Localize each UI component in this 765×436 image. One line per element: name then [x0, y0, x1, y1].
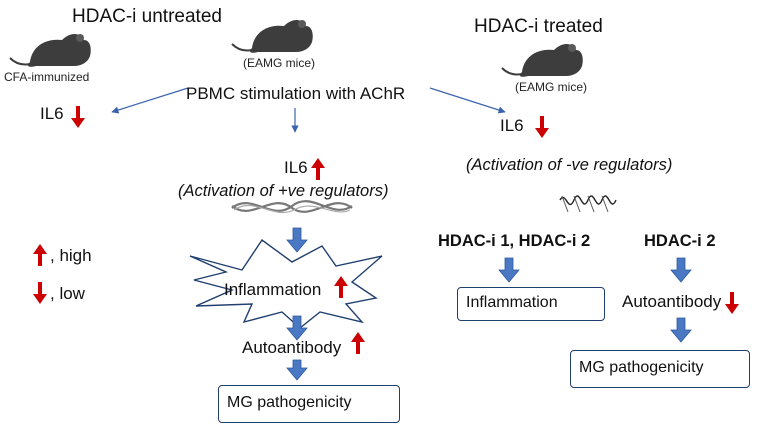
center-autoantibody: Autoantibody	[242, 338, 342, 357]
eamg-label-right: (EAMG mice)	[515, 80, 587, 94]
dna-icon-right	[559, 195, 617, 213]
flow-arrow-center-1	[286, 227, 308, 253]
center-il6: IL6	[284, 158, 308, 177]
dna-icon-center	[231, 200, 353, 214]
down-arrow-icon-legend	[33, 282, 47, 304]
eamg-label-left: (EAMG mice)	[243, 56, 315, 70]
right-inflammation-box: Inflammation	[457, 287, 605, 321]
mouse-icon-eamg-right	[501, 44, 583, 77]
down-arrow-icon-left-il6	[71, 106, 85, 128]
right-pathogenicity: MG pathogenicity	[579, 359, 704, 376]
mouse-icon-cfa	[9, 34, 91, 67]
flow-arrow-center-3	[286, 359, 308, 381]
right-activation: (Activation of -ve regulators)	[466, 156, 673, 174]
stimulation-label: PBMC stimulation with AChR	[186, 84, 406, 103]
right-autoantibody: Autoantibody	[622, 292, 722, 311]
down-arrow-icon-autoantibody-right	[725, 292, 739, 314]
flow-arrow-center-2	[286, 315, 308, 341]
heading-untreated: HDAC-i untreated	[72, 6, 222, 27]
center-activation: (Activation of +ve regulators)	[178, 182, 389, 200]
right-group-a: HDAC-i 1, HDAC-i 2	[438, 232, 591, 250]
inflammation-burst	[189, 239, 383, 329]
left-il6: IL6	[40, 104, 64, 123]
up-arrow-icon-center-il6	[311, 158, 325, 180]
down-arrow-icon-right-il6	[535, 116, 549, 138]
up-arrow-icon-legend	[33, 244, 47, 266]
arrow-to-right-il6	[429, 87, 506, 114]
mouse-icon-eamg-left	[231, 20, 313, 53]
legend-high: , high	[50, 246, 92, 265]
right-group-b: HDAC-i 2	[644, 232, 716, 250]
flow-arrow-right-a1	[498, 257, 520, 283]
right-inflammation: Inflammation	[466, 294, 558, 311]
center-inflammation: Inflammation	[224, 280, 322, 299]
flow-arrow-right-b1	[670, 257, 692, 283]
up-arrow-icon-autoantibody	[351, 332, 365, 354]
center-pathogenicity-box: MG pathogenicity	[218, 385, 400, 423]
heading-treated: HDAC-i treated	[474, 16, 603, 37]
legend-low: , low	[50, 284, 85, 303]
arrow-to-left-il6	[111, 87, 189, 114]
flow-arrow-right-b2	[670, 317, 692, 343]
right-il6: IL6	[500, 116, 524, 135]
right-pathogenicity-box: MG pathogenicity	[570, 350, 750, 388]
cfa-label: CFA-immunized	[4, 70, 90, 84]
center-pathogenicity: MG pathogenicity	[227, 394, 352, 411]
up-arrow-icon-inflammation	[334, 276, 348, 298]
